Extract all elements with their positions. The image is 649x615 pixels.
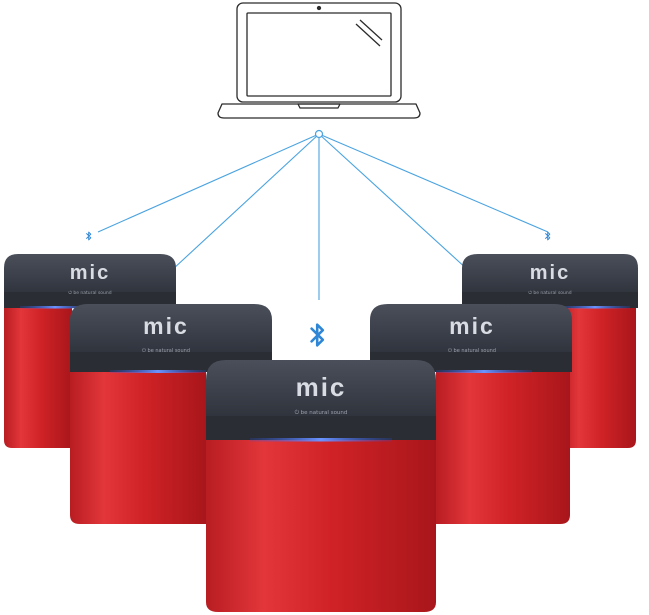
device-brand: mic	[143, 313, 189, 339]
bluetooth-icon	[545, 231, 551, 241]
link-back-right	[318, 133, 549, 233]
device-subtext: ⏻ be natural sound	[448, 348, 496, 354]
device-back-left: mic ⏻ be natural sound	[4, 254, 176, 448]
bluetooth-icon	[310, 323, 325, 347]
device-subtext: ⏻ be natural sound	[295, 409, 348, 416]
link-back-left	[97, 133, 320, 233]
device-front-center: mic ⏻ be natural sound	[206, 360, 436, 612]
hub-node	[314, 129, 324, 139]
laptop-icon	[217, 2, 421, 119]
device-subtext: ⏻ be natural sound	[142, 348, 190, 354]
device-subtext: ⏻ be natural sound	[68, 290, 111, 296]
device-brand: mic	[449, 313, 495, 339]
link-mid-left	[171, 133, 320, 271]
device-back-right: mic ⏻ be natural sound	[462, 254, 638, 448]
device-mid-right: mic ⏻ be natural sound	[370, 304, 572, 524]
device-brand: mic	[530, 262, 570, 284]
device-brand: mic	[70, 262, 110, 284]
device-subtext: ⏻ be natural sound	[528, 290, 571, 296]
device-brand: mic	[296, 372, 347, 402]
bluetooth-icon	[86, 231, 92, 241]
connection-lines	[97, 133, 549, 300]
link-mid-right	[318, 133, 469, 271]
